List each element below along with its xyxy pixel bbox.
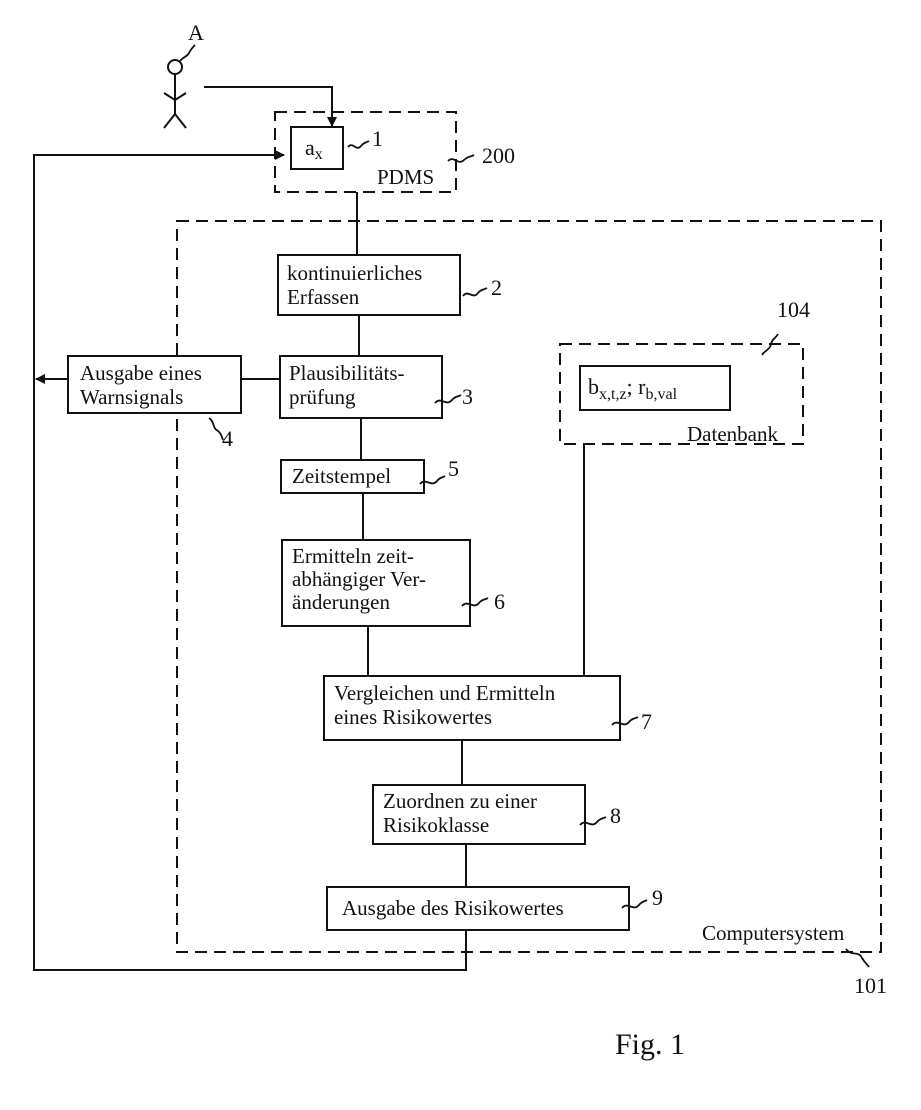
step-5-text: Zeitstempel xyxy=(292,464,391,488)
step-2-ref-squiggle xyxy=(463,288,487,296)
step-9-ref: 9 xyxy=(652,885,663,910)
database-ref-label: 104 xyxy=(777,297,810,322)
pdms-ref-squiggle xyxy=(448,155,474,162)
input-ref-squiggle xyxy=(348,141,369,148)
step-4-ref-squiggle xyxy=(209,418,223,440)
database-label: Datenbank xyxy=(687,422,778,446)
pdms-ref-label: 200 xyxy=(482,143,515,168)
input-ref-label: 1 xyxy=(372,126,383,151)
step-6-ref: 6 xyxy=(494,589,505,614)
figure-label: Fig. 1 xyxy=(615,1028,685,1061)
computer-system-ref-label: 101 xyxy=(854,973,887,998)
step-4-ref: 4 xyxy=(222,426,233,451)
step-2-ref: 2 xyxy=(491,275,502,300)
step-8-ref: 8 xyxy=(610,803,621,828)
step-9-label: Ausgabe des Risikowertes xyxy=(342,896,564,920)
actor-label: A xyxy=(188,20,204,45)
pdms-label: PDMS xyxy=(377,165,434,189)
actor-figure: A xyxy=(164,20,204,128)
actor-to-input-arrow xyxy=(204,87,332,126)
step-5-label: 5 xyxy=(448,456,459,481)
step-7-ref: 7 xyxy=(641,709,652,734)
step-3-ref: 3 xyxy=(462,384,473,409)
computer-system-label: Computersystem xyxy=(702,921,844,945)
